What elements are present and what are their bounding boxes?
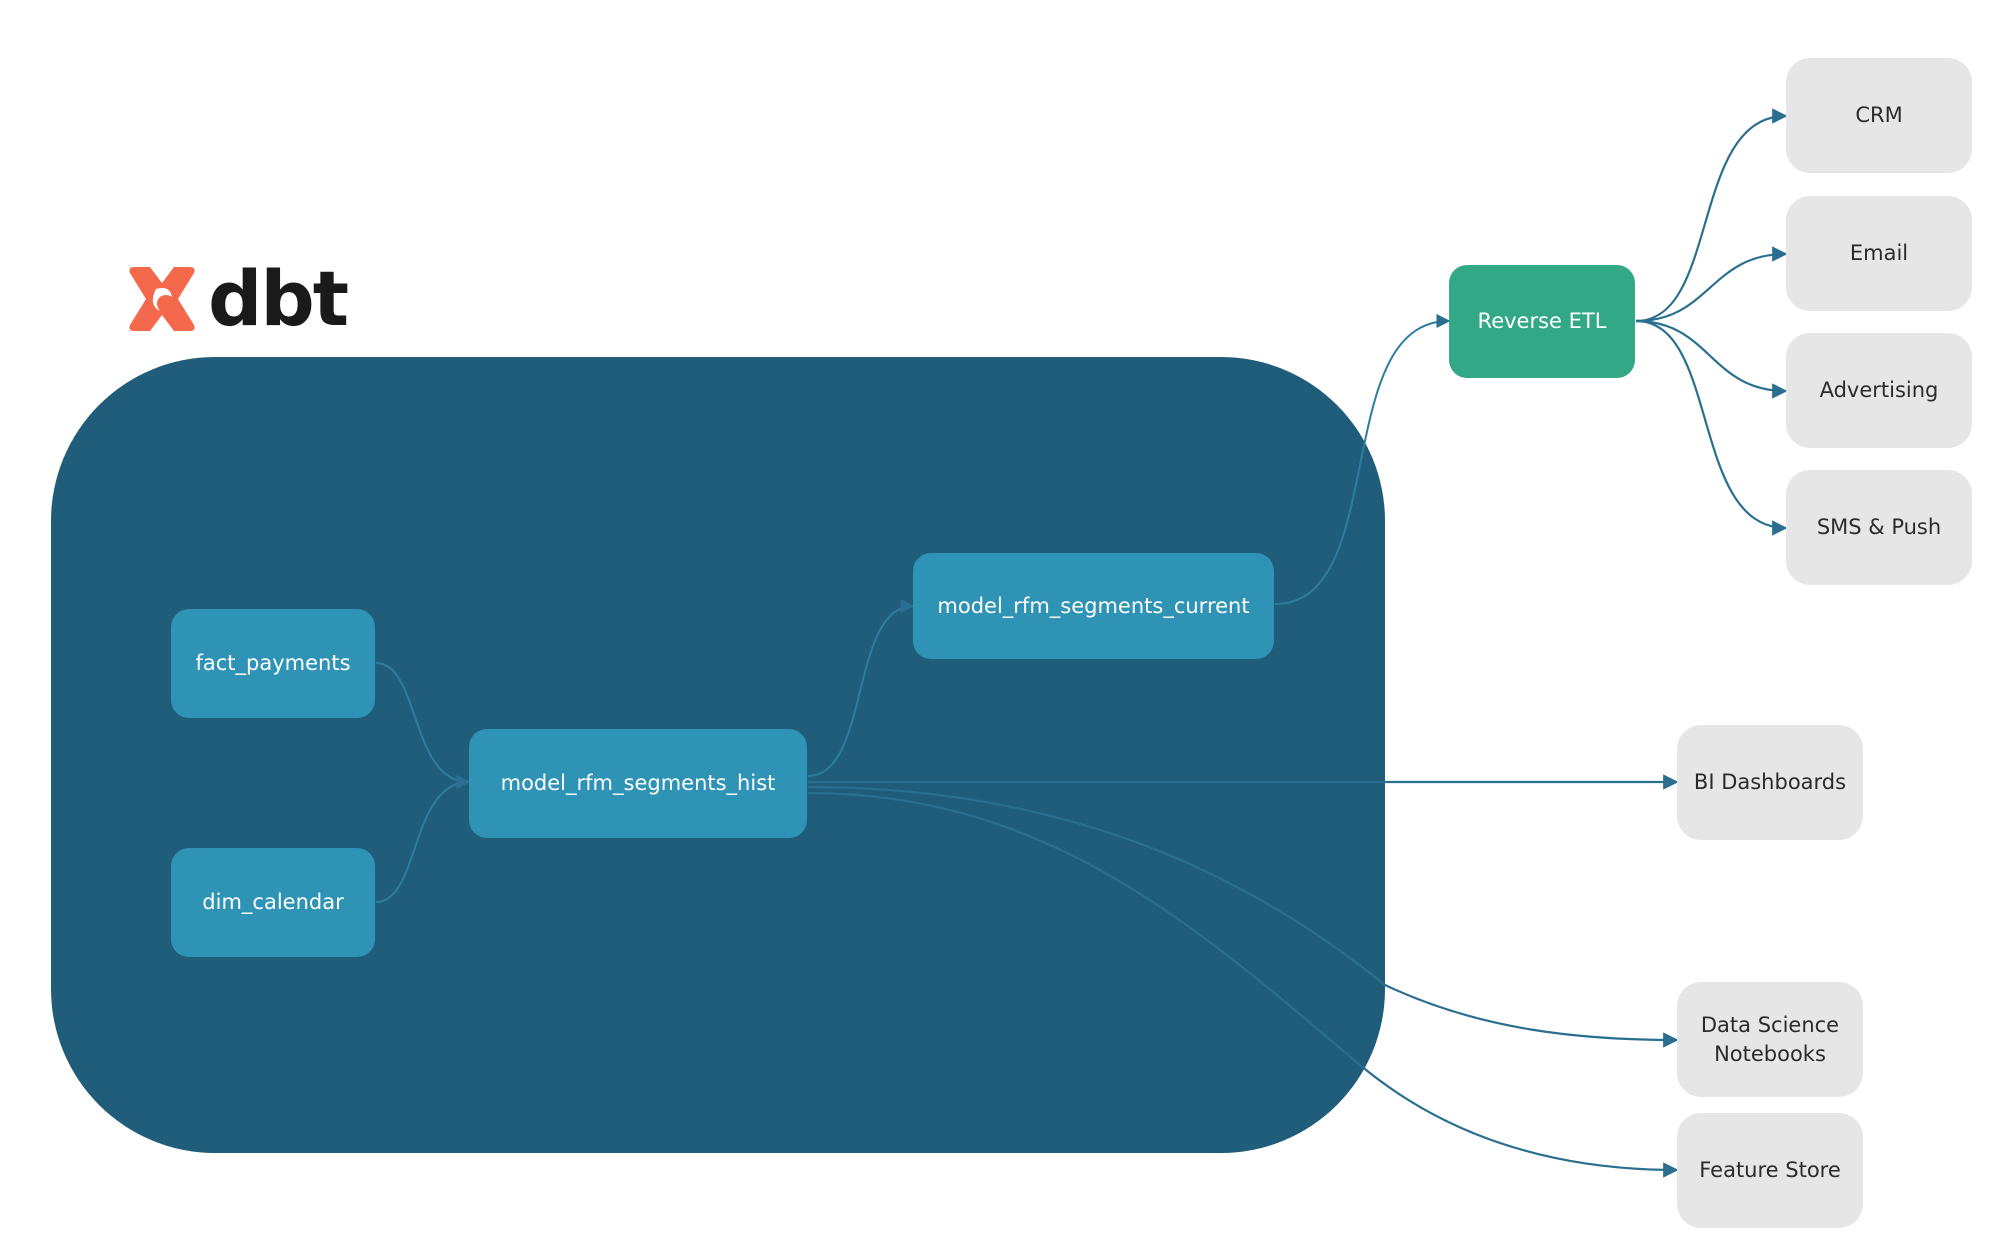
edge-etl-to-advertising	[1635, 319, 1788, 399]
node-label: Advertising	[1819, 378, 1939, 402]
node-bi-dashboards[interactable]: BI Dashboards	[1677, 725, 1863, 840]
node-advertising[interactable]: Advertising	[1786, 333, 1972, 448]
node-label: SMS & Push	[1816, 515, 1942, 539]
node-label: BI Dashboards	[1693, 770, 1847, 794]
node-crm[interactable]: CRM	[1786, 58, 1972, 173]
node-label: model_rfm_segments_hist	[500, 771, 776, 795]
node-model-rfm-segments-current[interactable]: model_rfm_segments_current	[913, 553, 1274, 659]
node-sms-push[interactable]: SMS & Push	[1786, 470, 1972, 585]
dbt-logo: dbt	[126, 254, 349, 343]
node-email[interactable]: Email	[1786, 196, 1972, 311]
dbt-logo-icon	[129, 267, 195, 331]
node-label: Reverse ETL	[1477, 309, 1607, 333]
edge-etl-to-crm	[1635, 108, 1788, 323]
node-data-science-notebooks[interactable]: Data Science Notebooks	[1677, 982, 1863, 1097]
node-label: Data Science Notebooks	[1700, 1012, 1840, 1066]
node-feature-store[interactable]: Feature Store	[1677, 1113, 1863, 1228]
node-dim-calendar[interactable]: dim_calendar	[171, 848, 375, 957]
edge-etl-to-sms	[1635, 319, 1788, 536]
node-label: model_rfm_segments_current	[937, 593, 1250, 618]
node-label: CRM	[1855, 103, 1903, 127]
node-model-rfm-segments-hist[interactable]: model_rfm_segments_hist	[469, 729, 807, 838]
node-fact-payments[interactable]: fact_payments	[171, 609, 375, 718]
node-reverse-etl[interactable]: Reverse ETL	[1449, 265, 1635, 378]
dbt-logo-text: dbt	[208, 254, 349, 343]
edge-etl-to-email	[1635, 246, 1788, 323]
node-label: dim_calendar	[202, 890, 344, 914]
node-label: fact_payments	[195, 651, 351, 675]
node-label: Email	[1849, 241, 1909, 265]
node-label: Feature Store	[1699, 1158, 1841, 1182]
